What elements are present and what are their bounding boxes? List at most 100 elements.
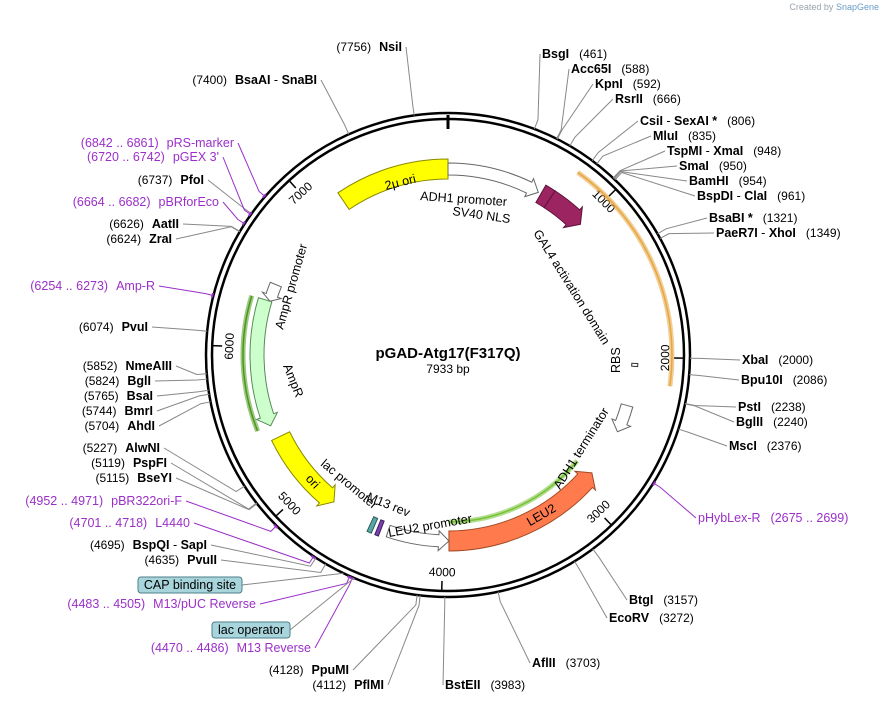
enzyme-tspmi[interactable]: TspMI - XmaI(948) [667,144,781,158]
primer-lead-l4440 [193,522,314,564]
primer-prs-marker[interactable]: (6842 .. 6861)pRS-marker [81,136,234,150]
backbone-outer-ring [204,111,692,599]
lead-csii [591,120,639,161]
enzyme-ecorv[interactable]: EcoRV(3272) [609,611,694,625]
lead-smai [613,165,678,179]
enzyme-aatii[interactable]: (6626)AatII [109,217,179,231]
enzyme-pvui[interactable]: (6074)PvuI [79,320,148,334]
feature-gal4-activation-domain[interactable] [543,190,584,229]
tick-label-6000: 6000 [222,332,237,360]
feature-m13-rev[interactable] [374,519,385,537]
orf-leu2-core [448,460,578,523]
enzyme-msci[interactable]: MscI(2376) [729,439,801,453]
primer-lead-m13-puc-reverse [259,577,350,605]
primer-mark-prs-marker [262,193,267,199]
primer-mark-phyblex-r [652,481,657,487]
enzyme-pfoi[interactable]: (6737)PfoI [138,173,204,187]
orf-layer [240,170,675,525]
enzyme-kpni[interactable]: KpnI(592) [595,77,661,91]
lead-ppumi [352,594,418,671]
enzyme-bmri[interactable]: (5744)BmrI [82,404,153,418]
feature-adh1-terminator[interactable] [610,403,634,433]
enzyme-bgli[interactable]: (5824)BglI [85,374,151,388]
primer-mark-pbrforeco [241,220,246,226]
tick-3000 [604,517,613,526]
enzyme-psti[interactable]: PstI(2238) [738,400,806,414]
enzyme-pspfi[interactable]: (5119)PspFI [91,456,167,470]
enzyme-bsai[interactable]: (5765)BsaI [84,389,153,403]
enzyme-bspdi[interactable]: BspDI - ClaI(961) [697,189,805,203]
enzyme-paer7i[interactable]: PaeR7I - XhoI(1349) [716,226,841,240]
box-cap-binding-site[interactable] [137,576,243,594]
feature-lac-promoter[interactable] [366,516,379,534]
box-label-lac-operator: lac operator [218,623,284,637]
enzyme-layer: (7756)NsiI (7400)BsaAI - SnaBI BsgI(461)Ac… [79,40,841,692]
enzyme-bseyi[interactable]: (5115)BseYI [95,471,172,485]
feature-adh1-promoter[interactable] [447,162,539,198]
enzyme-nmeaiii[interactable]: (5852)NmeAIII [83,359,172,373]
primer-m13-puc-reverse[interactable]: (4483 .. 4505)M13/pUC Reverse [67,597,256,611]
lead-bglii [684,403,735,423]
credit-brand: SnapGene [835,2,879,12]
primer-amp-r[interactable]: (6254 .. 6273)Amp-R [30,279,155,293]
primer-lead-pbr322ori-f [185,500,276,532]
enzyme-acc65i[interactable]: Acc65I(588) [571,62,649,76]
lead-kpni [556,83,594,140]
enzyme-btgi[interactable]: BtgI(3157) [629,593,698,607]
label-ampr: AmpR [280,362,306,399]
primer-l4440[interactable]: (4701 .. 4718)L4440 [69,516,190,530]
box-label-cap-binding-site: CAP binding site [144,578,236,592]
enzyme-ppumi[interactable]: (4128)PpuMI [269,663,349,677]
tick-label-4000: 4000 [429,565,456,580]
enzyme-zrai[interactable]: (6624)ZraI [106,232,172,246]
enzyme-bspqi[interactable]: (4695)BspQI - SapI [90,538,207,552]
enzyme-bsaai[interactable]: (7400)BsaAI - SnaBI [192,73,317,87]
enzyme-nsii[interactable]: (7756)NsiI [336,40,402,54]
lead-nsii [405,46,415,116]
enzyme-mlui[interactable]: MluI(835) [653,129,716,143]
primer-pgex-3[interactable]: (6720 .. 6742)pGEX 3' [87,150,219,164]
feature-leu2[interactable] [448,470,597,552]
primer-m13-reverse[interactable]: (4470 .. 4486)M13 Reverse [151,641,311,655]
enzyme-ahdi[interactable]: (5704)AhdI [85,419,155,433]
primer-layer: (6842 .. 6861)pRS-marker(6720 .. 6742)pG… [25,136,848,655]
enzyme-rsrii[interactable]: RsrII(666) [615,92,681,106]
enzyme-bsabi[interactable]: BsaBI *(1321) [709,211,797,225]
feature-ampr-promoter[interactable] [260,281,284,302]
primer-mark-l4440 [310,555,316,560]
lead-bsabi [657,217,708,235]
enzyme-pflmi[interactable]: (4112)PflMI [312,678,384,692]
tick-7000 [288,180,297,189]
lead-bmri [156,393,210,412]
enzyme-aflii[interactable]: AflII(3703) [532,656,600,670]
primer-phyblex-r[interactable]: pHybLex-R(2675 .. 2699) [698,511,848,525]
enzyme-xbai[interactable]: XbaI(2000) [742,353,813,367]
enzyme-csii[interactable]: CsiI - SexAI *(806) [640,114,755,128]
lead-zrai [175,226,240,240]
enzyme-bsteii[interactable]: BstEII(3983) [445,678,525,692]
lead-bpu10i [689,374,740,381]
tick-1000 [608,188,617,197]
enzyme-bpu10i[interactable]: Bpu10I(2086) [741,373,827,387]
plasmid-name: pGAD-Atg17(F317Q) [375,345,520,362]
enzyme-bsgi[interactable]: BsgI(461) [542,47,607,61]
enzyme-alwni[interactable]: (5227)AlwNI [83,441,160,455]
lead-alwni [163,447,245,493]
credit: Created by SnapGene [789,2,879,12]
lead-pflmi [387,595,421,686]
feature-ampr[interactable] [249,297,279,427]
enzyme-bamhi[interactable]: BamHI(954) [689,174,767,188]
feature-leu2-promoter[interactable] [385,524,450,552]
feature-ori[interactable] [270,431,336,507]
lead-paer7i [659,232,715,239]
lead-rsrii [569,98,614,147]
backbone [204,111,692,599]
enzyme-bglii[interactable]: BglII(2240) [736,415,808,429]
lead-pspfi [170,462,257,510]
primer-pbr322ori-f[interactable]: (4952 .. 4971)pBR322ori-F [25,494,182,508]
primer-lead-amp-r [158,285,212,296]
box-lac-operator[interactable] [211,621,291,639]
enzyme-smai[interactable]: SmaI(950) [679,159,747,173]
enzyme-pvuii[interactable]: (4635)PvuII [144,553,217,567]
primer-pbrforeco[interactable]: (6664 .. 6682)pBRforEco [73,195,219,209]
